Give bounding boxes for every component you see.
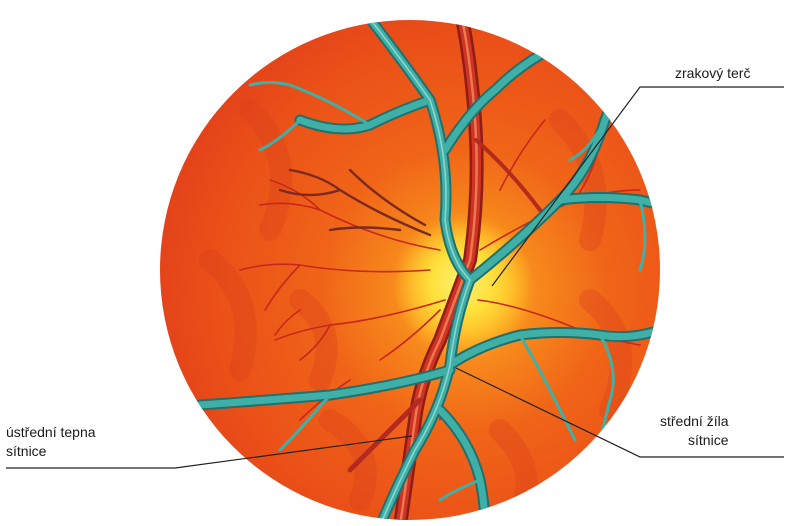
- central-artery-text-line2: sítnice: [6, 442, 96, 461]
- optic-disc-text: zrakový terč: [675, 64, 750, 83]
- central-vein-text-line1: střední žíla: [660, 412, 728, 431]
- label-central-artery: ústřední tepna sítnice: [6, 423, 96, 461]
- label-optic-disc: zrakový terč: [675, 64, 750, 83]
- central-artery-text-line1: ústřední tepna: [6, 423, 96, 442]
- central-vein-text-line2: sítnice: [660, 431, 728, 450]
- label-central-vein: střední žíla sítnice: [660, 412, 728, 450]
